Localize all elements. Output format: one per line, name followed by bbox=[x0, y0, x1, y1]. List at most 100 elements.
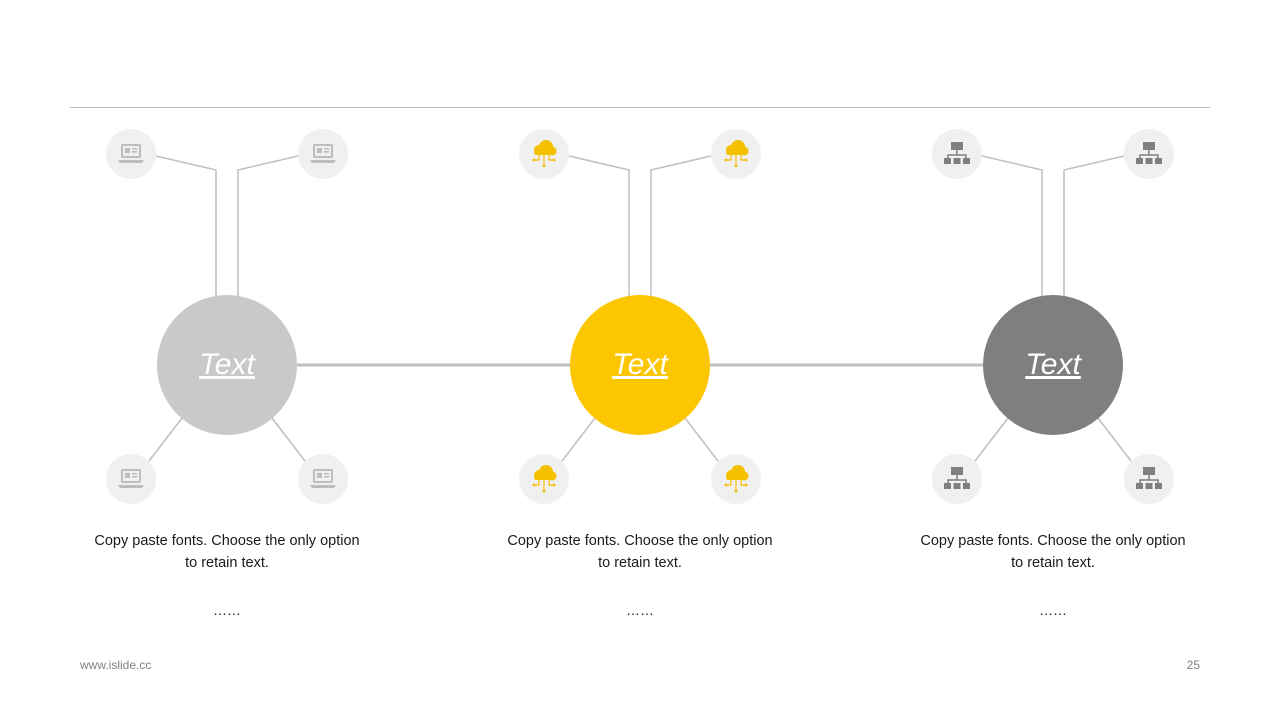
org-top bbox=[951, 142, 963, 150]
org-links bbox=[1139, 475, 1159, 483]
branch-line bbox=[148, 417, 183, 462]
laptop-detail bbox=[324, 148, 329, 150]
cloud-wires bbox=[726, 480, 746, 491]
cloud-network-icon bbox=[519, 454, 569, 504]
laptop-icon bbox=[298, 454, 348, 504]
hub-circle-3 bbox=[983, 295, 1123, 435]
cloud-base bbox=[726, 150, 748, 155]
cloud-node bbox=[542, 489, 546, 493]
cloud-base bbox=[726, 475, 748, 480]
org-top bbox=[951, 467, 963, 475]
laptop-detail bbox=[132, 476, 137, 478]
org-links bbox=[1139, 150, 1159, 158]
laptop-detail bbox=[132, 148, 137, 150]
org-chart-icon bbox=[1124, 454, 1174, 504]
laptop-base bbox=[310, 160, 336, 163]
page-number: 25 bbox=[1186, 658, 1200, 672]
org-top bbox=[1143, 142, 1155, 150]
laptop-detail bbox=[324, 473, 329, 475]
group-2-ellipsis: …… bbox=[626, 602, 654, 618]
laptop-detail bbox=[132, 473, 137, 475]
branch-line bbox=[981, 155, 1043, 296]
cloud-node bbox=[552, 158, 556, 162]
cloud-network-icon bbox=[711, 129, 761, 179]
org-chart-icon bbox=[932, 454, 982, 504]
hub-label-2: Text bbox=[612, 348, 668, 381]
laptop-screen bbox=[313, 469, 333, 483]
org-child bbox=[963, 158, 970, 164]
hub-circle-2 bbox=[570, 295, 710, 435]
laptop-base bbox=[118, 160, 144, 163]
org-chart-icon bbox=[932, 129, 982, 179]
org-top bbox=[1143, 467, 1155, 475]
cloud-node bbox=[552, 483, 556, 487]
laptop-detail bbox=[324, 476, 329, 478]
connector-lines bbox=[148, 155, 1132, 462]
group-3-ellipsis: …… bbox=[1039, 602, 1067, 618]
cloud-node bbox=[744, 483, 748, 487]
branch-line bbox=[1097, 417, 1132, 462]
cloud-base bbox=[534, 150, 556, 155]
org-child bbox=[953, 158, 961, 164]
branch-line bbox=[155, 155, 217, 296]
cloud-wires bbox=[534, 480, 554, 491]
laptop-base bbox=[118, 485, 144, 488]
branch-line bbox=[1063, 155, 1125, 296]
group-3-description: Copy paste fonts. Choose the only option… bbox=[920, 533, 1186, 571]
laptop-icon bbox=[106, 454, 156, 504]
cloud-node bbox=[724, 483, 728, 487]
branch-line bbox=[974, 417, 1009, 462]
org-child bbox=[1155, 483, 1162, 489]
laptop-detail bbox=[324, 151, 329, 153]
org-links bbox=[947, 475, 967, 483]
cloud-wires bbox=[534, 155, 554, 166]
laptop-screen bbox=[313, 144, 333, 158]
org-child bbox=[944, 483, 951, 489]
cloud-node bbox=[532, 158, 536, 162]
cloud-network-icon bbox=[711, 454, 761, 504]
org-child bbox=[944, 158, 951, 164]
cloud-wires bbox=[726, 155, 746, 166]
cloud-node bbox=[744, 158, 748, 162]
cloud-node bbox=[724, 158, 728, 162]
branch-line bbox=[271, 417, 306, 462]
org-child bbox=[1136, 158, 1143, 164]
org-child bbox=[1136, 483, 1143, 489]
branch-line bbox=[237, 155, 299, 296]
icon-node-bg bbox=[298, 454, 348, 504]
group-2-description: Copy paste fonts. Choose the only option… bbox=[507, 533, 773, 571]
cloud-node bbox=[734, 164, 738, 168]
cloud-node bbox=[542, 164, 546, 168]
diagram-nodes bbox=[106, 129, 1174, 504]
icon-node-bg bbox=[106, 454, 156, 504]
cloud-node bbox=[532, 483, 536, 487]
cloud-network-icon bbox=[519, 129, 569, 179]
org-chart-icon bbox=[1124, 129, 1174, 179]
org-links bbox=[947, 150, 967, 158]
hub-label-1: Text bbox=[199, 348, 255, 381]
org-child bbox=[1145, 158, 1153, 164]
laptop-screen bbox=[121, 469, 141, 483]
group-1-description: Copy paste fonts. Choose the only option… bbox=[94, 533, 360, 571]
branch-line bbox=[650, 155, 712, 296]
laptop-base bbox=[310, 485, 336, 488]
org-child bbox=[1145, 483, 1153, 489]
laptop-icon bbox=[298, 129, 348, 179]
hub-label-3: Text bbox=[1025, 348, 1081, 381]
footer-url[interactable]: www.islide.cc bbox=[80, 658, 152, 672]
cloud-base bbox=[534, 475, 556, 480]
laptop-screen bbox=[121, 144, 141, 158]
branch-line bbox=[568, 155, 630, 296]
group-1-ellipsis: …… bbox=[213, 602, 241, 618]
org-child bbox=[963, 483, 970, 489]
cloud-node bbox=[734, 489, 738, 493]
laptop-detail bbox=[132, 151, 137, 153]
laptop-detail bbox=[125, 473, 130, 478]
org-child bbox=[1155, 158, 1162, 164]
org-child bbox=[953, 483, 961, 489]
branch-line bbox=[561, 417, 596, 462]
icon-node-bg bbox=[298, 129, 348, 179]
laptop-detail bbox=[125, 148, 130, 153]
